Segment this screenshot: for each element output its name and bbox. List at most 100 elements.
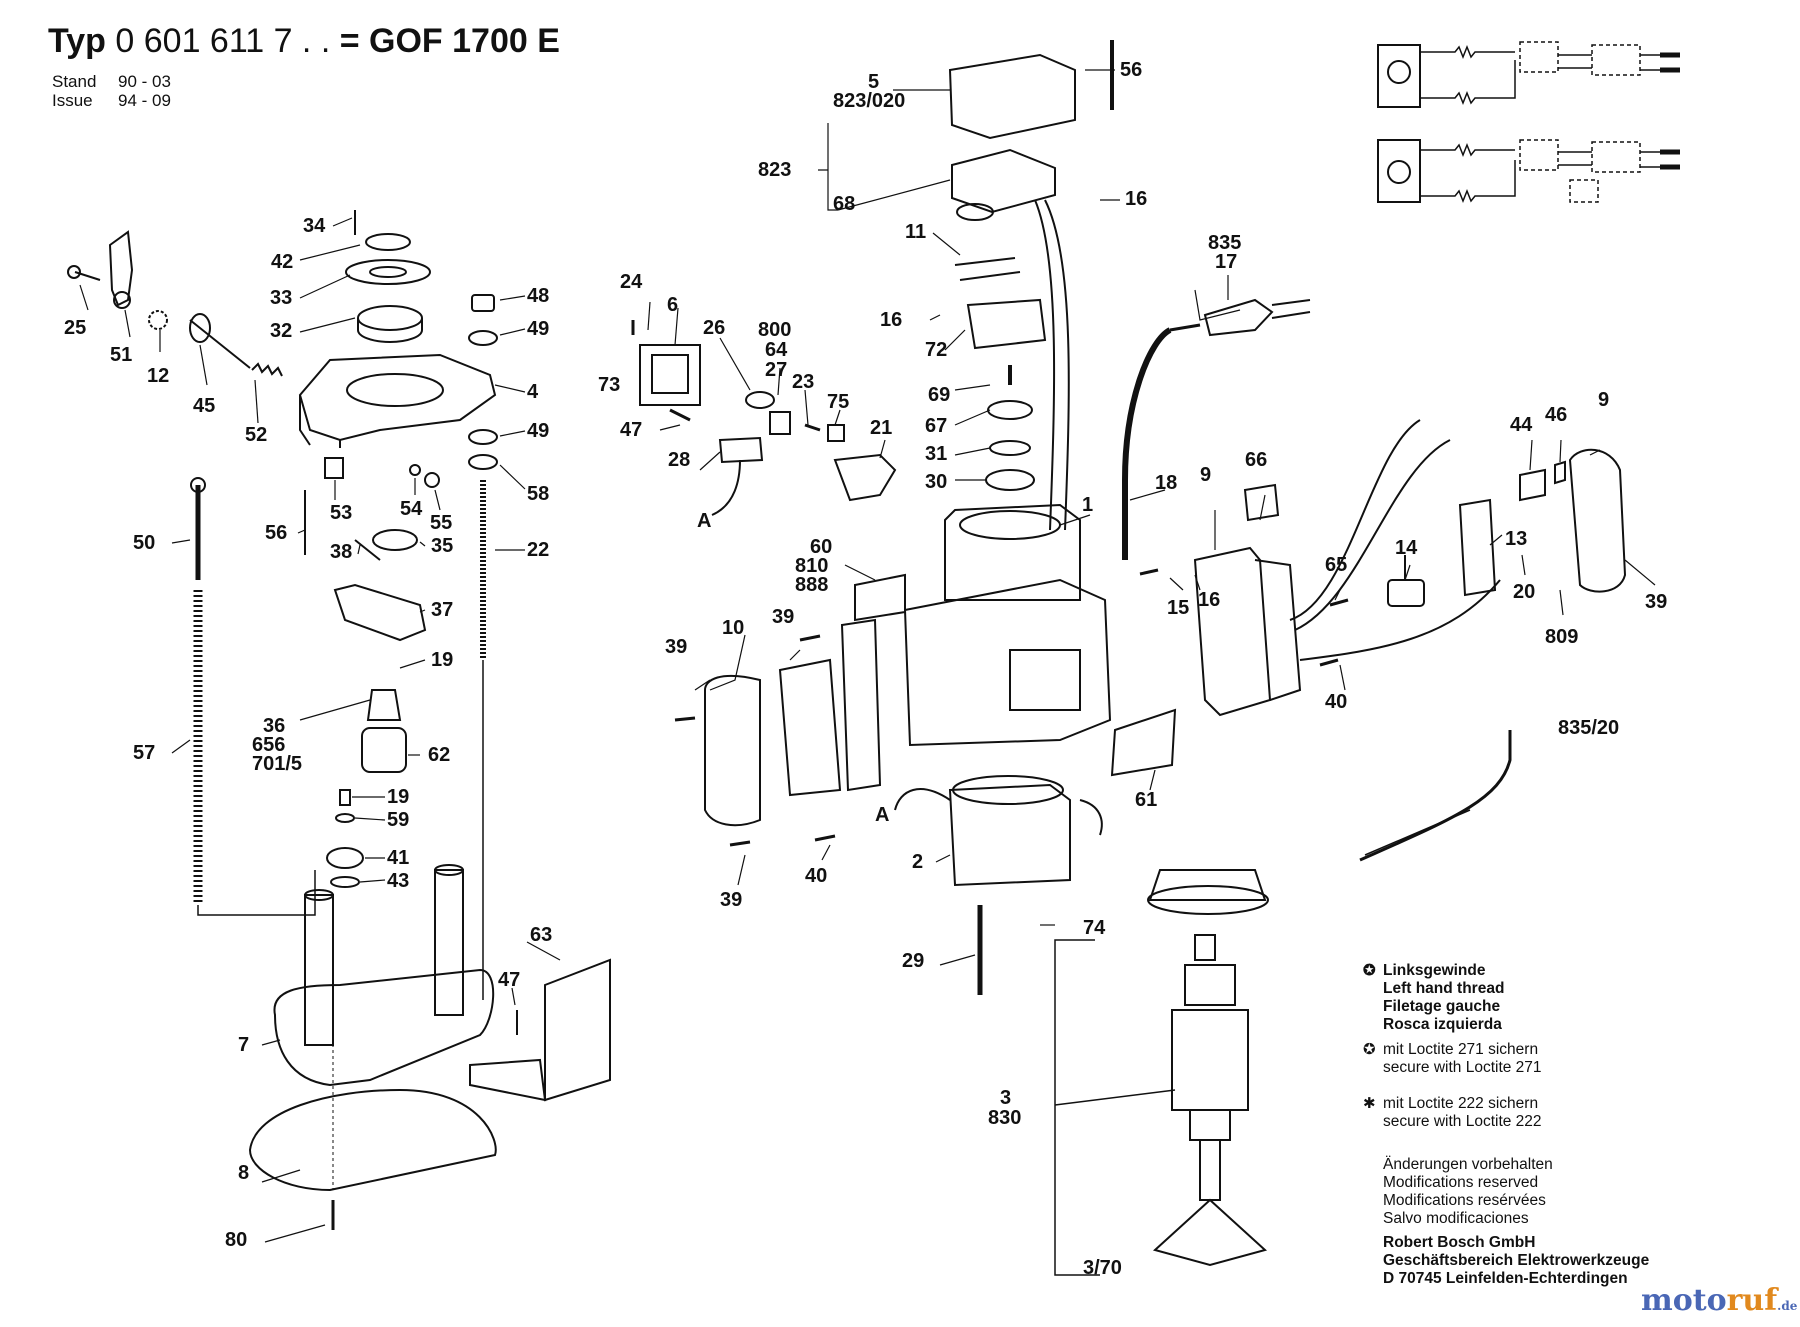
dial-68	[956, 203, 994, 221]
schematic-2-links	[1558, 151, 1680, 168]
schematic-1-links	[1558, 54, 1680, 71]
part-label: 53	[330, 502, 353, 524]
star-washer-12	[148, 310, 168, 330]
part-label: 37	[431, 599, 454, 621]
clip-46	[1554, 460, 1566, 485]
part-label: 9	[1598, 389, 1610, 411]
legend-left-thread-es: Rosca izquierda	[1383, 1016, 1502, 1033]
legend-company: Robert Bosch GmbH	[1383, 1234, 1536, 1251]
part-label: 3	[1000, 1087, 1012, 1109]
loctite-271-icon: ✪	[1363, 1041, 1376, 1058]
part-label: 40	[805, 865, 828, 887]
wire-bundle-2	[1044, 199, 1070, 531]
part-label: 20	[1513, 581, 1536, 603]
switch-wire-low	[1299, 579, 1501, 661]
screw-23	[804, 423, 821, 432]
brush-holder-72	[966, 298, 1047, 350]
clip-75	[827, 424, 845, 442]
part-label: 18	[1155, 472, 1178, 494]
stand-value: 90 - 03	[118, 72, 171, 91]
part-label: 47	[498, 969, 521, 991]
clip-42	[365, 233, 411, 251]
armature-core	[1171, 1009, 1249, 1111]
part-label: 19	[431, 649, 454, 671]
schematic-2-motor	[1387, 160, 1411, 184]
part-label: 39	[1645, 591, 1668, 613]
clip-44	[1519, 468, 1546, 502]
label-66	[1243, 483, 1280, 522]
part-label: 17	[1215, 251, 1238, 273]
label-60	[854, 573, 906, 622]
screw-47-center	[669, 408, 691, 422]
part-label: 44	[1510, 414, 1533, 436]
wire-835-20	[1359, 730, 1512, 862]
housing-4	[298, 353, 497, 442]
washer-58	[468, 454, 498, 470]
part-label: 73	[598, 374, 621, 396]
schematic-2-frame	[1377, 139, 1421, 203]
motoruf-watermark: motoruf.de	[1641, 1283, 1797, 1318]
lever-pivot	[113, 291, 131, 309]
holder-28	[718, 436, 764, 464]
wire-28-a	[711, 459, 741, 516]
part-label: 56	[265, 522, 288, 544]
part-label: 800	[758, 319, 792, 341]
model-name: GOF 1700 E	[369, 22, 560, 60]
schematic-1-bottom-wire	[1420, 60, 1516, 106]
part-label: 65	[1325, 554, 1348, 576]
legend-loctite271-en: secure with Loctite 271	[1383, 1059, 1542, 1076]
legend-left-thread-de: ✪Linksgewinde	[1363, 962, 1486, 979]
issue-value: 94 - 09	[118, 91, 171, 110]
part-label: 28	[668, 449, 691, 471]
schematic-1-switch-a	[1519, 41, 1559, 73]
knob-36	[366, 689, 402, 721]
part-label: 6	[667, 294, 679, 316]
stator-2-rim	[952, 775, 1064, 805]
part-label: 9	[1200, 464, 1212, 486]
part-label: 23	[792, 371, 815, 393]
part-label: 38	[330, 541, 353, 563]
part-label: 55	[430, 512, 453, 534]
bracket-armature	[1054, 939, 1100, 1276]
screw-25-head	[67, 265, 81, 279]
schematic-1-frame	[1377, 44, 1421, 108]
plunge-base-group	[67, 210, 611, 1230]
schematic-2-switch-b	[1591, 141, 1641, 173]
screw-15	[1139, 568, 1159, 576]
part-label: 57	[133, 742, 156, 764]
handle-insert	[840, 618, 882, 792]
cord-protector-18	[1122, 327, 1172, 560]
screw-19	[339, 789, 351, 806]
part-label: 29	[902, 950, 925, 972]
part-label: 13	[1505, 528, 1528, 550]
shaft-45	[189, 319, 251, 369]
screw-39-upper	[799, 634, 821, 642]
strip-61	[1110, 708, 1177, 777]
part-label: 25	[64, 317, 87, 339]
cover-10	[704, 674, 761, 827]
motor-housing-group	[631, 40, 1627, 1276]
plate-33	[345, 259, 431, 285]
base-7	[273, 968, 495, 1087]
legend-division: Geschäftsbereich Elektrowerkzeuge	[1383, 1252, 1650, 1269]
part-label: 39	[772, 606, 795, 628]
part-label: 49	[527, 420, 550, 442]
screw-39-left	[674, 716, 696, 722]
rod-50-cap	[190, 477, 206, 493]
model-header: Typ 0 601 611 7 . . = GOF 1700 E	[48, 22, 560, 61]
schematic-1-top-wire	[1420, 44, 1515, 60]
part-label: 835/20	[1558, 717, 1620, 739]
fan-74	[1148, 869, 1267, 901]
part-label: 39	[720, 889, 743, 911]
armature-collar	[1189, 1109, 1231, 1141]
part-label: 33	[270, 287, 293, 309]
capacitor-14	[1387, 579, 1425, 607]
column-left-top	[304, 889, 334, 901]
part-label: 14	[1395, 537, 1418, 559]
screw-40-right	[1319, 658, 1339, 667]
part-label: 22	[527, 539, 550, 561]
housing-1-label	[1009, 649, 1081, 711]
column-left	[304, 894, 334, 1046]
column-right-top	[434, 864, 464, 876]
